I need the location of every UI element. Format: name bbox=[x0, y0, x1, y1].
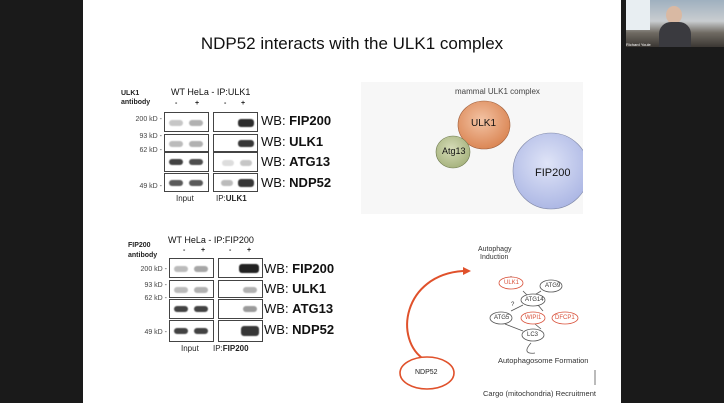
node-atg9 bbox=[539, 279, 563, 293]
wb-label-ulk1: WB: ULK1 bbox=[261, 134, 324, 149]
marker-200: 200 kD - bbox=[135, 116, 162, 123]
blot-panel-input bbox=[164, 112, 209, 132]
sign-input-plus: + bbox=[195, 100, 200, 107]
blot-panel-ip bbox=[213, 173, 258, 192]
node-wipi1 bbox=[520, 311, 546, 325]
blot-panel-input bbox=[169, 320, 214, 342]
participant-video-thumbnail[interactable]: Richard Youle bbox=[626, 0, 724, 47]
fip200-circle bbox=[512, 132, 583, 210]
sign-input-minus: - bbox=[183, 247, 186, 254]
node-atg5 bbox=[489, 311, 513, 325]
ulk1-circle bbox=[457, 100, 511, 150]
slide-title: NDP52 interacts with the ULK1 complex bbox=[200, 34, 504, 53]
marker-93: 93 kD - bbox=[144, 282, 167, 289]
participant-head bbox=[666, 6, 682, 24]
pathway-formation: Autophagosome Formation bbox=[498, 356, 589, 365]
wb-label-ndp52: WB: NDP52 bbox=[261, 175, 332, 190]
node-dfcp1 bbox=[551, 311, 579, 325]
pathway-top2: Induction bbox=[480, 254, 509, 261]
blot-panel-ip bbox=[218, 280, 263, 298]
marker-93: 93 kD - bbox=[139, 133, 162, 140]
complex-graphic bbox=[435, 100, 583, 210]
pathway-atg5-label: ATG5 bbox=[494, 315, 510, 321]
pathway-atg9-label: ATG9 bbox=[545, 283, 561, 289]
node-lc3 bbox=[521, 328, 545, 342]
footer-ip: IP:FIP200 bbox=[213, 344, 249, 353]
wb-label-atg13: WB: ATG13 bbox=[261, 154, 331, 169]
blot-panel-ip bbox=[218, 258, 263, 278]
node-ulk1 bbox=[498, 276, 524, 290]
blot-panel-ip bbox=[218, 320, 263, 342]
pathway-dfcp1-label: DFCP1 bbox=[555, 315, 575, 321]
sign-ip-minus: - bbox=[229, 247, 232, 254]
footer-input: Input bbox=[181, 344, 199, 353]
complex-ulk1-label: ULK1 bbox=[471, 118, 497, 129]
sign-ip-plus: + bbox=[241, 100, 246, 107]
antibody-label: ULK1 bbox=[121, 90, 140, 97]
presentation-slide: NDP52 interacts with the ULK1 complex UL… bbox=[83, 0, 621, 403]
antibody-sub-label: antibody bbox=[121, 99, 151, 106]
footer-input: Input bbox=[176, 194, 194, 203]
sign-ip-plus: + bbox=[247, 247, 252, 254]
antibody-sub-label: antibody bbox=[128, 252, 158, 259]
pathway-wipi1-label: WIPI1 bbox=[525, 315, 542, 321]
pathway-top1: Autophagy bbox=[478, 246, 512, 253]
marker-49: 49 kD - bbox=[139, 183, 162, 190]
pathway-ulk1-label: ULK1 bbox=[504, 280, 520, 286]
blot-panel-ip bbox=[213, 112, 258, 132]
footer-ip: IP:ULK1 bbox=[216, 194, 247, 203]
pathway-cargo: Cargo (mitochondria) Recruitment bbox=[483, 389, 596, 398]
blot-panel-input bbox=[169, 258, 214, 278]
participant-name: Richard Youle bbox=[626, 42, 651, 47]
blot-panel-input bbox=[164, 134, 209, 152]
pathway-arrows bbox=[399, 267, 596, 390]
antibody-label: FIP200 bbox=[128, 242, 151, 249]
wb-label-fip200: WB: FIP200 bbox=[264, 261, 335, 276]
sign-input-plus: + bbox=[201, 247, 206, 254]
node-atg14 bbox=[520, 293, 546, 307]
pathway-lc3-label: LC3 bbox=[527, 332, 539, 338]
wb-label-ndp52: WB: NDP52 bbox=[264, 322, 335, 337]
marker-62: 62 kD - bbox=[144, 295, 167, 302]
wb-label-fip200: WB: FIP200 bbox=[261, 113, 332, 128]
blot-panel-input bbox=[169, 299, 214, 319]
complex-atg13-label: Atg13 bbox=[442, 146, 466, 156]
wb-label-atg13: WB: ATG13 bbox=[264, 301, 334, 316]
wb-label-ulk1: WB: ULK1 bbox=[264, 281, 327, 296]
sign-input-minus: - bbox=[175, 100, 178, 107]
marker-200: 200 kD - bbox=[140, 266, 167, 273]
pathway-ndp52-label: NDP52 bbox=[415, 369, 438, 376]
complex-fip200-label: FIP200 bbox=[535, 167, 571, 179]
blot-panel-ip bbox=[218, 299, 263, 319]
marker-62: 62 kD - bbox=[139, 147, 162, 154]
node-ndp52 bbox=[399, 356, 455, 390]
marker-49: 49 kD - bbox=[144, 329, 167, 336]
blot-panel-ip bbox=[213, 134, 258, 152]
sign-ip-minus: - bbox=[224, 100, 227, 107]
atg13-circle bbox=[435, 135, 471, 169]
pathway-question: ? bbox=[511, 302, 515, 308]
blot-panel-input bbox=[164, 152, 209, 172]
pathway-atg14-label: ATG14 bbox=[525, 297, 544, 303]
blot-panel-input bbox=[164, 173, 209, 192]
blot-panel-input bbox=[169, 280, 214, 298]
participant-torso bbox=[659, 22, 691, 47]
blot-header: WT HeLa - IP:FIP200 bbox=[168, 235, 254, 245]
complex-title: mammal ULK1 complex bbox=[455, 87, 540, 96]
blot-header: WT HeLa - IP:ULK1 bbox=[171, 87, 251, 97]
blot-panel-ip bbox=[213, 152, 258, 172]
